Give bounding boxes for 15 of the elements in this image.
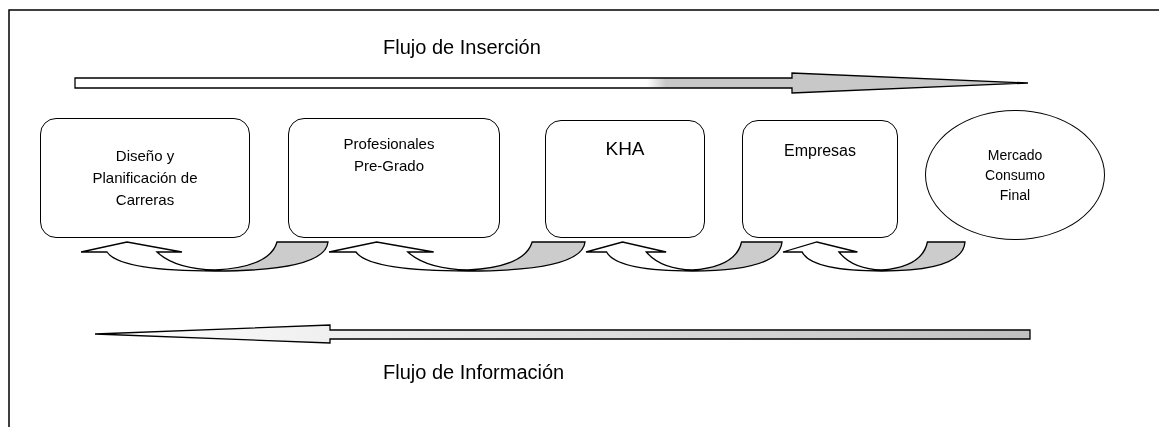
node-label: Mercado Consumo Final: [984, 145, 1046, 206]
flow-label: Flujo de Información: [383, 361, 565, 384]
node-label: KHA: [605, 137, 645, 161]
rounded-box: [40, 118, 250, 238]
curved-arrow: [782, 241, 966, 272]
curved-arrow: [585, 241, 783, 272]
node-label: Empresas: [784, 141, 856, 161]
rounded-box: [288, 118, 500, 238]
curved-arrow: [80, 241, 329, 272]
node-label: Diseño y Planificación de Carreras: [91, 146, 199, 210]
rounded-box: [742, 120, 898, 238]
node-label: Profesionales Pre-Grado: [342, 134, 436, 176]
flow-label: Flujo de Inserción: [383, 36, 541, 59]
rounded-box: [545, 120, 705, 238]
curved-arrow: [328, 241, 586, 272]
